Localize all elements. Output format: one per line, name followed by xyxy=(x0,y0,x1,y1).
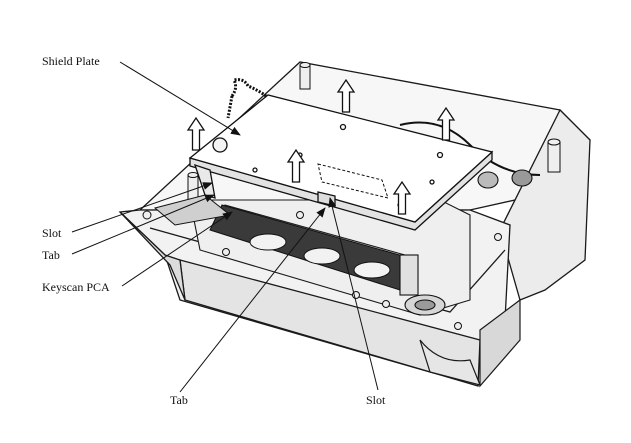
leader-slot-bottom xyxy=(328,197,379,391)
speaker-component xyxy=(399,254,446,316)
callout-leaders xyxy=(71,61,379,393)
callout-tab-bottom: Tab xyxy=(170,393,188,407)
ground-wire xyxy=(230,78,267,98)
callout-slot-bottom: Slot xyxy=(366,393,386,407)
leader-keyscan-pca xyxy=(121,211,233,287)
leader-tab-bottom xyxy=(179,207,326,393)
leader-slot-left xyxy=(71,182,213,233)
shield-plate xyxy=(188,94,494,231)
up-arrow-icon xyxy=(187,117,205,151)
callout-keyscan-pca: Keyscan PCA xyxy=(42,280,110,294)
callout-shield-plate: Shield Plate xyxy=(42,54,100,68)
keyscan-pca-board xyxy=(209,204,411,291)
housing-foot xyxy=(419,298,521,388)
cable-ferrite xyxy=(399,121,541,189)
leader-shield-plate xyxy=(119,61,241,136)
callout-slot-left: Slot xyxy=(42,226,62,240)
ground-wire-tail xyxy=(226,95,234,119)
leader-tab-left xyxy=(71,194,215,255)
callout-tab-left: Tab xyxy=(42,248,60,262)
